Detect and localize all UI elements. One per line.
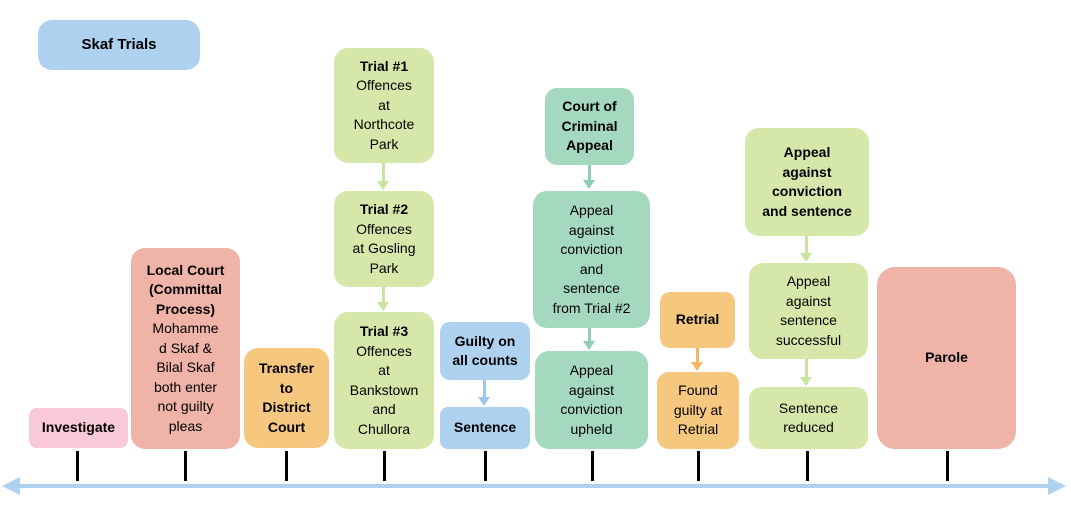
tick-retrial [697, 451, 700, 481]
guilty-box: Guilty on all counts [440, 322, 530, 380]
trial-1-box: Trial #1 Offences at Northcote Park [334, 48, 434, 163]
appeal-to-successful-arrow [800, 236, 812, 262]
sentence-reduced-box: Sentence reduced [749, 387, 868, 449]
transfer-box: Transfer to District Court [244, 348, 329, 448]
trial1-to-trial2-arrow [377, 163, 389, 190]
tick-investigate [76, 451, 79, 481]
timeline-right-arrowhead [1048, 477, 1066, 495]
cca-to-appeal-arrow [583, 165, 595, 189]
successful-to-reduced-arrow [800, 359, 812, 386]
tick-local-court [184, 451, 187, 481]
local-court-box: Local Court (Committal Process) Mohamme … [131, 248, 240, 449]
appeal-successful-box: Appeal against sentence successful [749, 263, 868, 359]
retrial-to-found-guilty-arrow [691, 348, 703, 371]
court-of-criminal-appeal-box: Court of Criminal Appeal [545, 88, 634, 165]
parole-box: Parole [877, 267, 1016, 449]
tick-trials [383, 451, 386, 481]
tick-parole [946, 451, 949, 481]
tick-transfer [285, 451, 288, 481]
trial-2-box: Trial #2 Offences at Gosling Park [334, 191, 434, 287]
tick-sentence [484, 451, 487, 481]
diagram-title: Skaf Trials [38, 20, 200, 70]
timeline-axis [2, 477, 1066, 495]
sentence-box: Sentence [440, 407, 530, 449]
retrial-box: Retrial [660, 292, 735, 348]
trial-3-box: Trial #3 Offences at Bankstown and Chull… [334, 312, 434, 449]
timeline-left-arrowhead [2, 477, 20, 495]
trial2-to-trial3-arrow [377, 287, 389, 311]
appeal-trial2-box: Appeal against conviction and sentence f… [533, 191, 650, 328]
appeal-to-upheld-arrow [583, 328, 595, 350]
tick-sentence-reduced [806, 451, 809, 481]
appeal-conviction-sentence-box: Appeal against conviction and sentence [745, 128, 869, 236]
investigate-box: Investigate [29, 408, 128, 448]
appeal-upheld-box: Appeal against conviction upheld [535, 351, 648, 449]
guilty-to-sentence-arrow [478, 380, 490, 406]
tick-appeal [591, 451, 594, 481]
found-guilty-box: Found guilty at Retrial [657, 372, 739, 449]
